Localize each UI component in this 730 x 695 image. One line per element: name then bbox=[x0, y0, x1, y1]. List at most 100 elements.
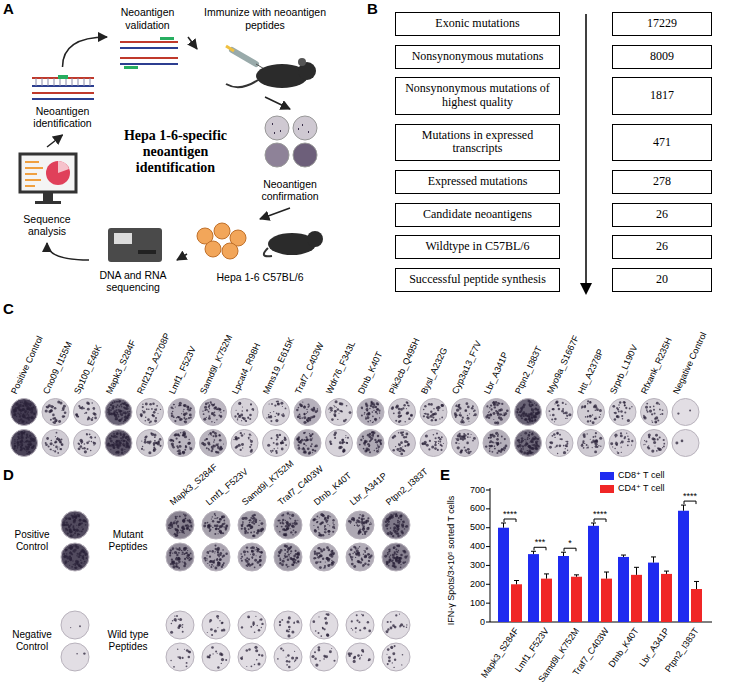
elispot-spot bbox=[87, 408, 90, 411]
elispot-spot bbox=[126, 415, 128, 417]
elispot-well bbox=[546, 430, 573, 457]
elispot-spot bbox=[299, 414, 301, 416]
elispot-spot bbox=[242, 447, 243, 448]
elispot-spot bbox=[520, 407, 523, 410]
elispot-spot bbox=[75, 516, 77, 518]
elispot-spot bbox=[110, 409, 112, 411]
elispot-spot bbox=[93, 442, 96, 445]
elispot-spot bbox=[438, 406, 441, 409]
elispot-spot bbox=[208, 417, 211, 420]
elispot-spot bbox=[371, 411, 373, 413]
elispot-spot bbox=[124, 407, 126, 409]
elispot-spot bbox=[24, 410, 27, 413]
elispot-spot bbox=[369, 408, 371, 410]
elispot-spot bbox=[534, 408, 537, 411]
elispot-spot bbox=[527, 421, 529, 423]
elispot-spot bbox=[439, 441, 441, 443]
mouse-tail bbox=[226, 80, 258, 87]
elispot-spot bbox=[148, 409, 150, 411]
elispot-spot bbox=[33, 412, 35, 414]
elispot-spot bbox=[50, 419, 52, 421]
elispot-spot bbox=[305, 445, 306, 446]
elispot-spot bbox=[21, 440, 24, 443]
elispot-spot bbox=[65, 528, 67, 530]
elispot-spot bbox=[183, 414, 185, 416]
elispot-well bbox=[105, 430, 132, 457]
elispot-spot bbox=[329, 441, 332, 444]
elispot-spot bbox=[183, 412, 184, 413]
elispot-spot bbox=[527, 450, 529, 452]
elispot-spot bbox=[211, 434, 213, 436]
elispot-spot bbox=[119, 442, 122, 445]
elispot-well bbox=[515, 399, 542, 426]
elispot-spot bbox=[472, 405, 474, 407]
elispot-spot bbox=[395, 446, 396, 447]
elispot-spot bbox=[528, 418, 530, 420]
elispot-spot bbox=[70, 556, 72, 558]
elispot-spot bbox=[408, 418, 410, 420]
elispot-spot bbox=[122, 438, 124, 440]
elispot-spot bbox=[528, 445, 531, 448]
elispot-spot bbox=[400, 441, 403, 444]
elispot-spot bbox=[174, 404, 175, 405]
elispot-spot bbox=[312, 438, 313, 439]
elispot-spot bbox=[14, 445, 16, 447]
elispot-spot bbox=[582, 442, 584, 444]
elispot-spot bbox=[379, 412, 380, 413]
elispot-spot bbox=[183, 417, 185, 419]
elispot-spot bbox=[308, 417, 310, 419]
elispot-spot bbox=[126, 442, 128, 444]
elispot-spot bbox=[86, 441, 89, 444]
elispot-spot bbox=[216, 451, 219, 454]
elispot-spot bbox=[140, 415, 142, 417]
elispot-well bbox=[452, 399, 479, 426]
elispot-spot bbox=[491, 445, 493, 447]
elispot-well bbox=[61, 511, 89, 539]
bar bbox=[511, 584, 522, 622]
elispot-spot bbox=[631, 440, 633, 442]
elispot-spot bbox=[284, 438, 287, 441]
elispot-spot bbox=[616, 415, 618, 417]
elispot-spot bbox=[81, 527, 82, 528]
elispot-spot bbox=[620, 442, 622, 444]
elispot-spot bbox=[14, 445, 16, 447]
elispot-spot bbox=[533, 416, 536, 419]
elispot-spot bbox=[649, 410, 652, 413]
elispot-spot bbox=[644, 440, 645, 441]
elispot-spot bbox=[595, 409, 596, 410]
elispot-spot bbox=[65, 524, 67, 526]
elispot-spot bbox=[552, 408, 554, 410]
elispot-spot bbox=[581, 407, 583, 409]
elispot-spot bbox=[238, 444, 241, 447]
elispot-spot bbox=[535, 413, 537, 415]
elispot-spot bbox=[205, 409, 207, 411]
elispot-spot bbox=[427, 413, 430, 416]
elispot-spot bbox=[19, 414, 20, 415]
elispot-spot bbox=[531, 402, 532, 403]
elispot-spot bbox=[620, 410, 623, 413]
elispot-spot bbox=[178, 449, 181, 452]
elispot-spot bbox=[55, 441, 58, 444]
elispot-spot bbox=[160, 409, 161, 410]
elispot-spot bbox=[501, 448, 504, 451]
elispot-spot bbox=[396, 448, 399, 451]
elispot-spot bbox=[128, 413, 130, 415]
elispot-spot bbox=[565, 448, 566, 449]
elispot-spot bbox=[506, 409, 509, 412]
elispot-spot bbox=[525, 441, 526, 442]
elispot-spot bbox=[434, 447, 437, 450]
elispot-spot bbox=[410, 415, 412, 417]
elispot-spot bbox=[242, 410, 244, 412]
elispot-spot bbox=[347, 437, 349, 439]
elispot-spot bbox=[185, 446, 188, 449]
elispot-spot bbox=[590, 420, 592, 422]
elispot-spot bbox=[140, 413, 143, 416]
elispot-spot bbox=[93, 444, 94, 445]
elispot-spot bbox=[537, 438, 540, 441]
elispot-spot bbox=[562, 402, 564, 404]
elispot-spot bbox=[277, 436, 279, 438]
elispot-spot bbox=[65, 549, 67, 551]
elispot-spot bbox=[20, 418, 23, 421]
elispot-spot bbox=[614, 412, 616, 414]
elispot-spot bbox=[153, 411, 156, 414]
